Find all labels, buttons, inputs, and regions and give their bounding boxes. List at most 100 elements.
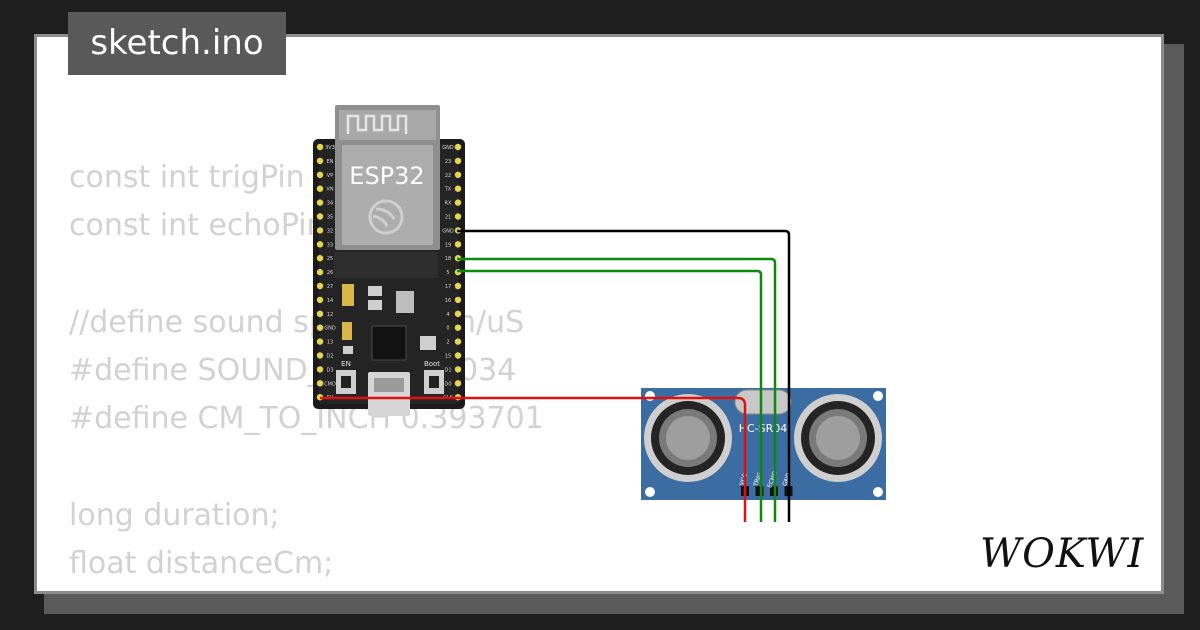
esp32-label: ESP32: [349, 162, 424, 190]
pin-label: 5: [446, 270, 449, 276]
sensor-pin-label: VCC: [738, 472, 749, 486]
pin-pad[interactable]: [316, 157, 324, 165]
pin-pad[interactable]: [454, 352, 462, 359]
sensor-pin-label: GND: [781, 471, 792, 487]
wire-gnd: [457, 229, 791, 522]
svg-text:EN: EN: [341, 360, 351, 368]
pin-label: 19: [445, 242, 451, 248]
pin-label: 16: [445, 298, 451, 304]
pin-pad[interactable]: [316, 380, 324, 387]
pin-label: GND: [442, 145, 454, 151]
pin-label: 33: [327, 242, 333, 248]
pin-pad[interactable]: [316, 310, 324, 317]
crystal-oscillator: [734, 389, 792, 415]
file-tab[interactable]: sketch.ino: [68, 12, 286, 75]
pin-label: 21: [445, 215, 451, 221]
mount-hole: [873, 391, 883, 401]
pin-label: 34: [327, 201, 333, 207]
pin-pad[interactable]: [316, 171, 324, 178]
ultrasonic-receiver: [794, 394, 882, 482]
pin-pad[interactable]: [454, 213, 462, 220]
pin-pad[interactable]: [454, 338, 462, 345]
pin-label: GND: [442, 228, 454, 234]
pin-pad[interactable]: [454, 366, 462, 373]
pin-label: VP: [327, 173, 333, 179]
smd-component: [368, 300, 382, 310]
pin-label: D2: [326, 354, 333, 360]
pin-pad[interactable]: [454, 310, 462, 317]
mount-hole: [645, 391, 655, 401]
ultrasonic-transmitter: [644, 394, 732, 482]
pin-label: GND: [324, 326, 336, 332]
sensor-pin[interactable]: [755, 486, 764, 496]
pin-label: 15: [445, 354, 451, 360]
code-line: float distanceCm;: [69, 546, 334, 582]
pin-pad[interactable]: [454, 296, 462, 304]
pin-label: 18: [445, 256, 451, 262]
pin-label: VN: [326, 187, 333, 193]
antenna-trace: [346, 114, 408, 134]
boot-button[interactable]: Boot: [424, 360, 444, 394]
pin-label: D0: [444, 381, 451, 387]
pin-label: 26: [327, 270, 333, 276]
pin-label: D3: [326, 367, 333, 373]
pin-pad[interactable]: [454, 241, 462, 248]
pin-label: 35: [327, 215, 333, 221]
pin-pad[interactable]: [454, 157, 462, 165]
module-base: [334, 252, 438, 278]
pin-pad[interactable]: [316, 185, 324, 192]
smd-component: [420, 336, 436, 350]
pin-label: 12: [327, 312, 333, 318]
pin-pad[interactable]: [454, 171, 462, 178]
pin-pad[interactable]: [316, 199, 324, 206]
pin-pad[interactable]: [454, 324, 462, 331]
pin-pad[interactable]: [454, 199, 462, 206]
en-button[interactable]: EN: [336, 360, 356, 394]
pin-label: 25: [327, 256, 333, 262]
pin-pad[interactable]: [454, 282, 462, 290]
pin-label: 27: [327, 284, 333, 290]
pin-pad[interactable]: [316, 227, 324, 234]
smd-component: [342, 322, 352, 340]
pin-label: RX: [445, 201, 452, 207]
pin-label: 23: [445, 159, 451, 165]
sensor-pin-label: TRIG: [752, 471, 764, 488]
pin-pad[interactable]: [316, 268, 324, 276]
pin-pad[interactable]: [316, 213, 324, 220]
pin-pad[interactable]: [316, 352, 324, 359]
pin-pad[interactable]: [316, 366, 324, 373]
pin-pad[interactable]: [454, 143, 462, 151]
pin-pad[interactable]: [316, 338, 324, 345]
pin-label: 17: [445, 284, 451, 290]
code-line: #define CM_TO_INCH 0.393701: [69, 401, 544, 437]
pin-pad[interactable]: [316, 255, 324, 262]
wires: [320, 229, 791, 522]
pin-pad[interactable]: [454, 380, 462, 387]
mount-hole: [873, 487, 883, 497]
simulation-canvas[interactable]: const int trigPin = 5;const int echoPin …: [34, 34, 1164, 594]
wokwi-logo: WOKWI: [980, 531, 1144, 577]
svg-text:Boot: Boot: [424, 360, 440, 368]
pin-pad[interactable]: [316, 241, 324, 248]
mount-hole: [645, 487, 655, 497]
module-shield: [342, 145, 433, 245]
pin-label: 0: [446, 326, 449, 332]
pin-pad[interactable]: [316, 282, 324, 290]
pin-label: 32: [327, 228, 333, 234]
pin-label: EN: [327, 159, 334, 165]
pin-pad[interactable]: [316, 296, 324, 304]
pin-pad[interactable]: [454, 185, 462, 192]
regulator-chip: [396, 291, 414, 313]
pin-pad[interactable]: [316, 143, 324, 151]
code-line: long duration;: [69, 498, 280, 534]
pin-label: 14: [327, 298, 333, 304]
pin-label: 13: [327, 340, 333, 346]
usb-uart-chip: [371, 325, 407, 361]
pin-label: D1: [444, 367, 451, 373]
svg-text:WOKWI: WOKWI: [980, 531, 1144, 577]
pin-pad[interactable]: [316, 324, 324, 331]
